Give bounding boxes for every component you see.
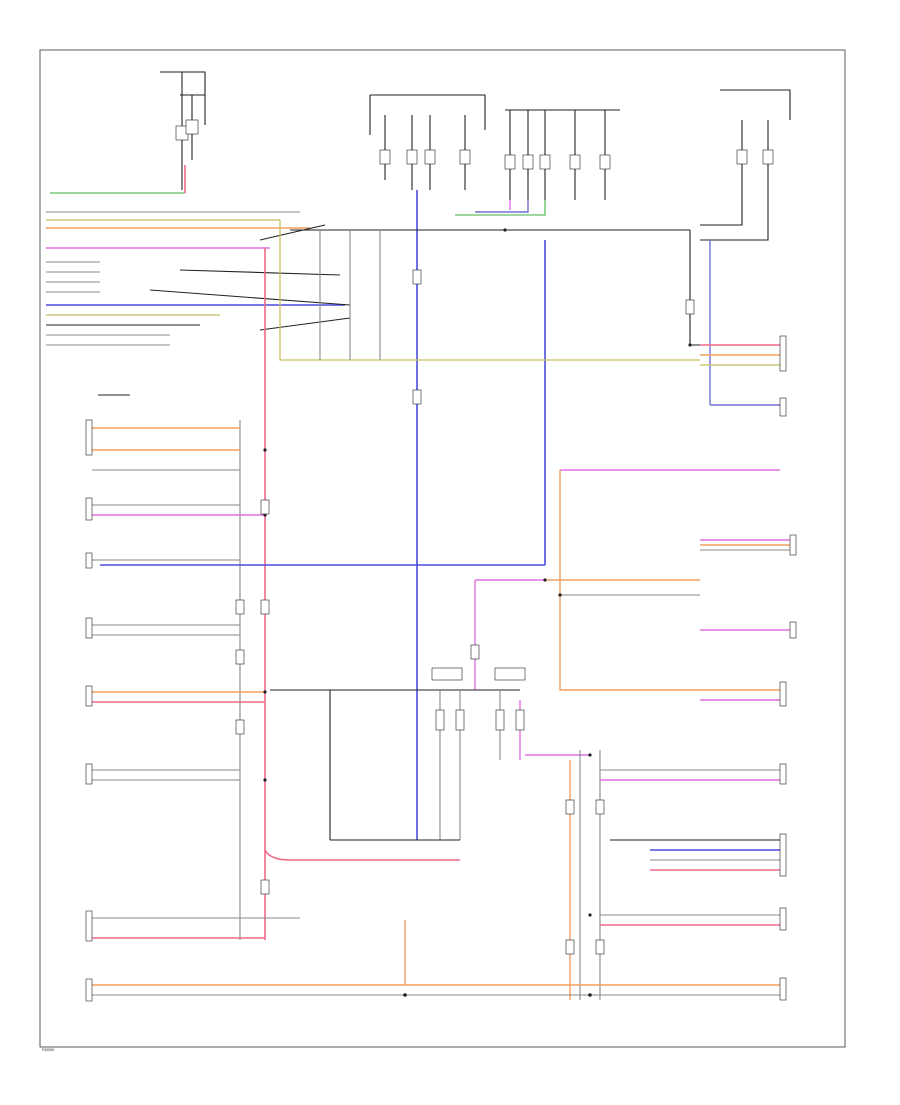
inline-connectors	[235, 269, 695, 955]
center-connectors	[270, 667, 601, 1000]
main-power-trunk	[239, 248, 460, 940]
diagram-frame	[39, 49, 846, 1048]
right-column-connectors	[689, 230, 787, 417]
right-middle-loop	[474, 469, 797, 707]
can-bus-trunk	[100, 190, 546, 840]
page-code: F00000	[42, 1048, 54, 1052]
center-horizontal-bus	[279, 220, 700, 361]
junction-dots	[263, 228, 692, 917]
right-sensor-module	[700, 89, 791, 241]
transmission-control-module	[455, 109, 620, 216]
bottom-bus	[85, 910, 787, 1002]
callout-arrows	[98, 224, 351, 396]
right-lower-connectors	[600, 763, 787, 931]
fuse-block-top-left	[50, 71, 206, 194]
left-input-bus	[46, 211, 345, 346]
relay-center-module	[369, 94, 486, 190]
left-side-connectors	[85, 419, 265, 785]
